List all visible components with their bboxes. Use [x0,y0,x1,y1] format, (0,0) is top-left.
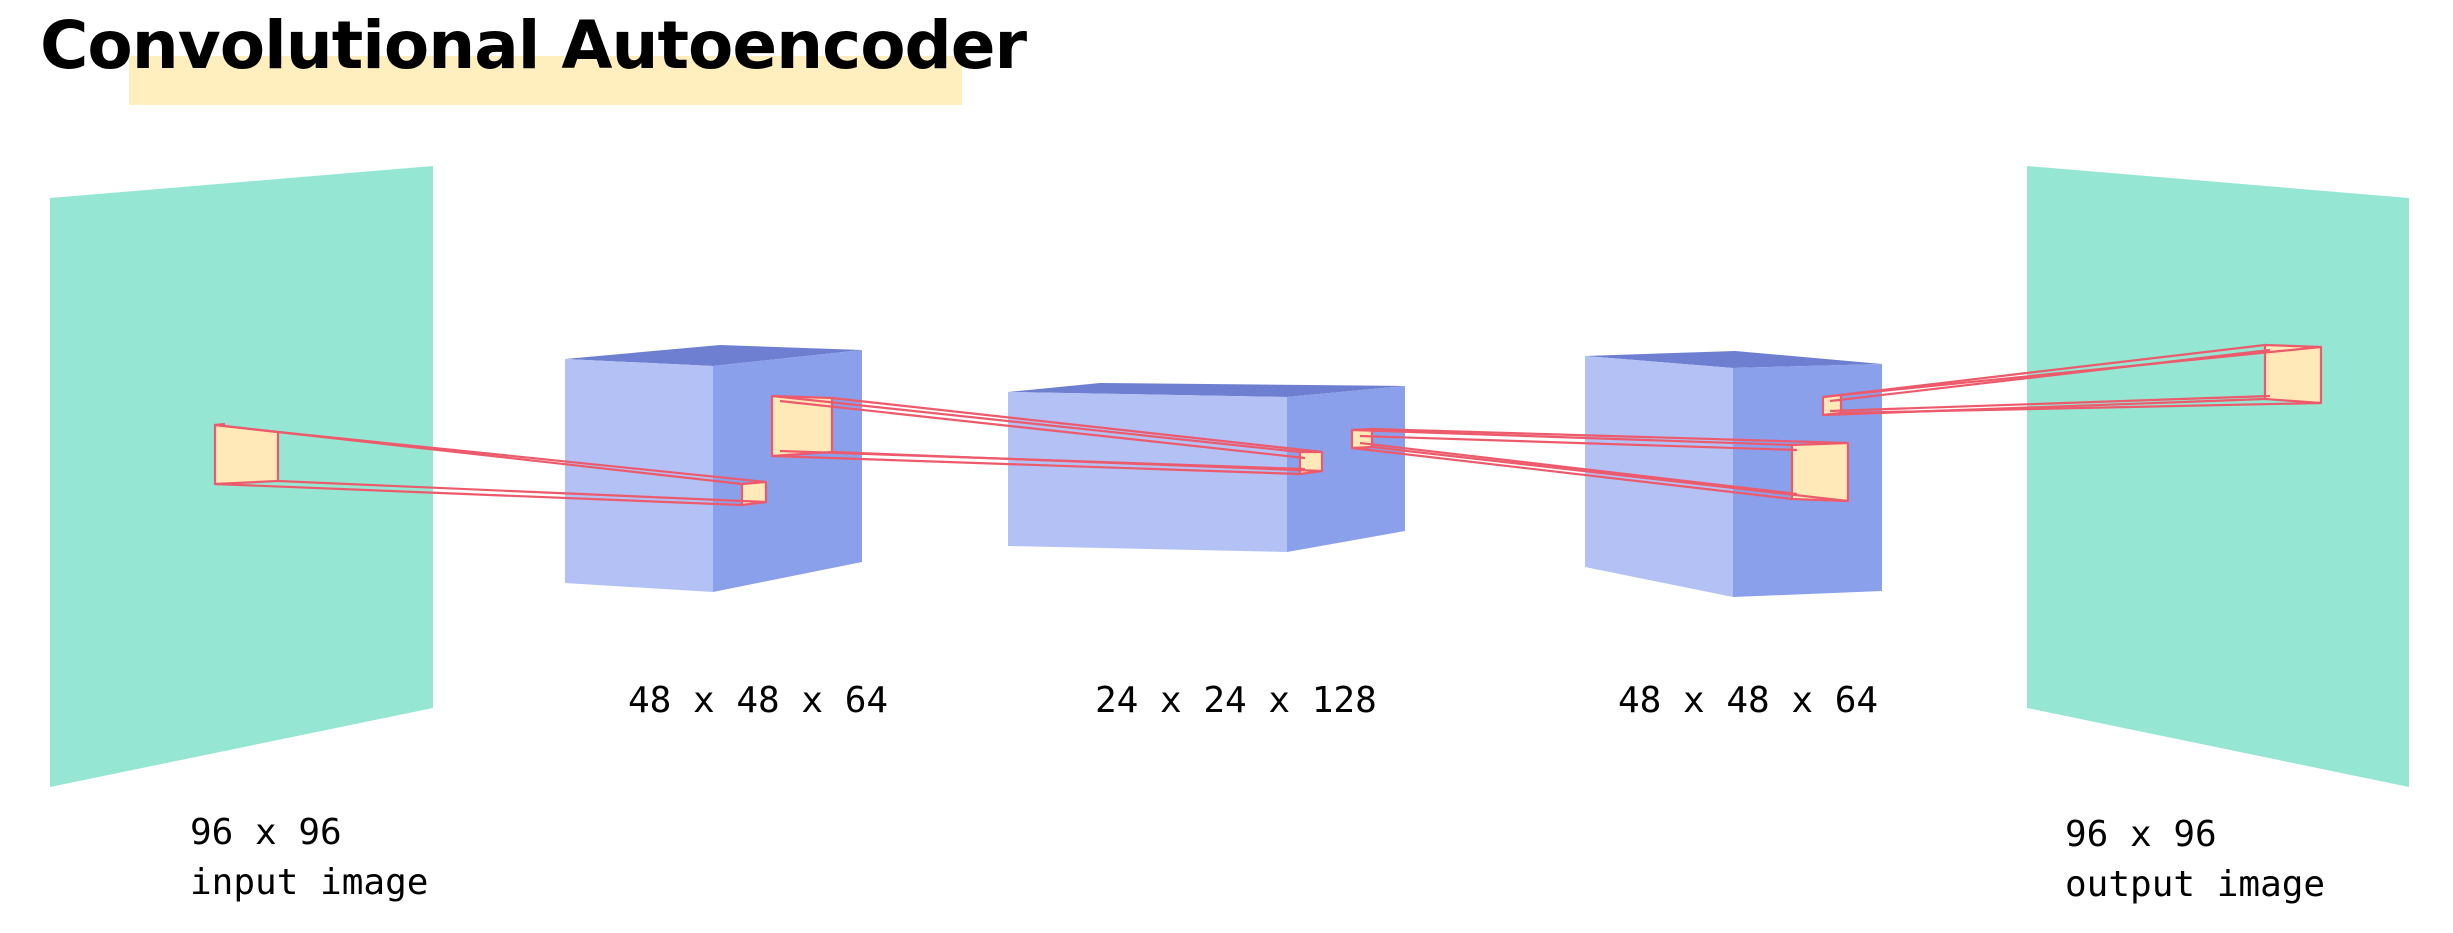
input-image-label: 96 x 96 input image [190,808,428,908]
encoder-block-front [565,359,713,592]
output-size-label: 96 x 96 [2065,814,2217,855]
kernel-decoder-to-output [1821,343,2323,417]
input-size-label: 96 x 96 [190,812,342,853]
title-highlight [129,56,962,105]
decoder-size-label: 48 x 48 x 64 [1618,680,1879,721]
decoder-block-top [1585,351,1882,368]
bottleneck-block-front [1008,392,1287,552]
encoder-block-top [565,345,862,366]
kernel-input-face [213,423,280,486]
output-image-plane [2027,166,2409,787]
output-image-label: 96 x 96 output image [2065,810,2325,910]
kernel-output-face [2263,343,2323,405]
input-name-label: input image [190,862,429,903]
bottleneck-block [1008,383,1405,552]
decoder-block-front [1585,356,1733,597]
kernel-input-to-encoder [213,422,768,507]
kernel-decoder-in-face [1790,441,1850,503]
bottleneck-block-side [1287,386,1405,552]
page-title: Convolutional Autoencoder [40,7,1027,84]
bottleneck-size-label: 24 x 24 x 128 [1095,680,1377,721]
encoder-size-label: 48 x 48 x 64 [628,680,889,721]
kernel-encoder-to-bottleneck [770,394,1324,476]
kernel-bottleneck-to-decoder [1350,427,1850,503]
bottleneck-block-top [1008,383,1405,397]
output-name-label: output image [2065,864,2326,905]
encoder-block-side [713,350,862,592]
